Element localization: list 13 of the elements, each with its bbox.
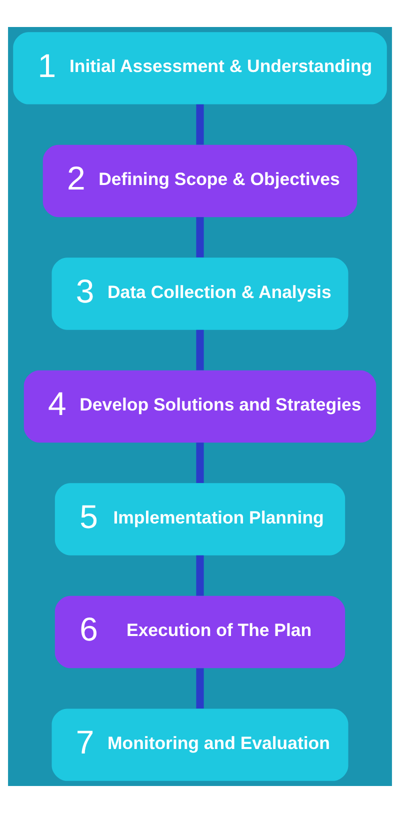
node-box: 4 Develop Solutions and Strategies	[24, 370, 376, 443]
connector	[196, 104, 204, 145]
connector	[196, 555, 204, 596]
node-box: 6 Execution of The Plan	[54, 596, 346, 668]
connector	[196, 330, 204, 370]
node-box: 7 Monitoring and Evaluation	[52, 708, 348, 781]
node-box: 3 Data Collection & Analysis	[52, 258, 348, 330]
node-box: 5 Implementation Planning	[54, 483, 346, 556]
connector	[196, 668, 204, 709]
connector	[196, 442, 204, 483]
connector	[196, 217, 204, 258]
node-box: 1 Initial Assessment & Understanding	[13, 32, 387, 104]
node-box: 2 Defining Scope & Objectives	[42, 144, 358, 218]
